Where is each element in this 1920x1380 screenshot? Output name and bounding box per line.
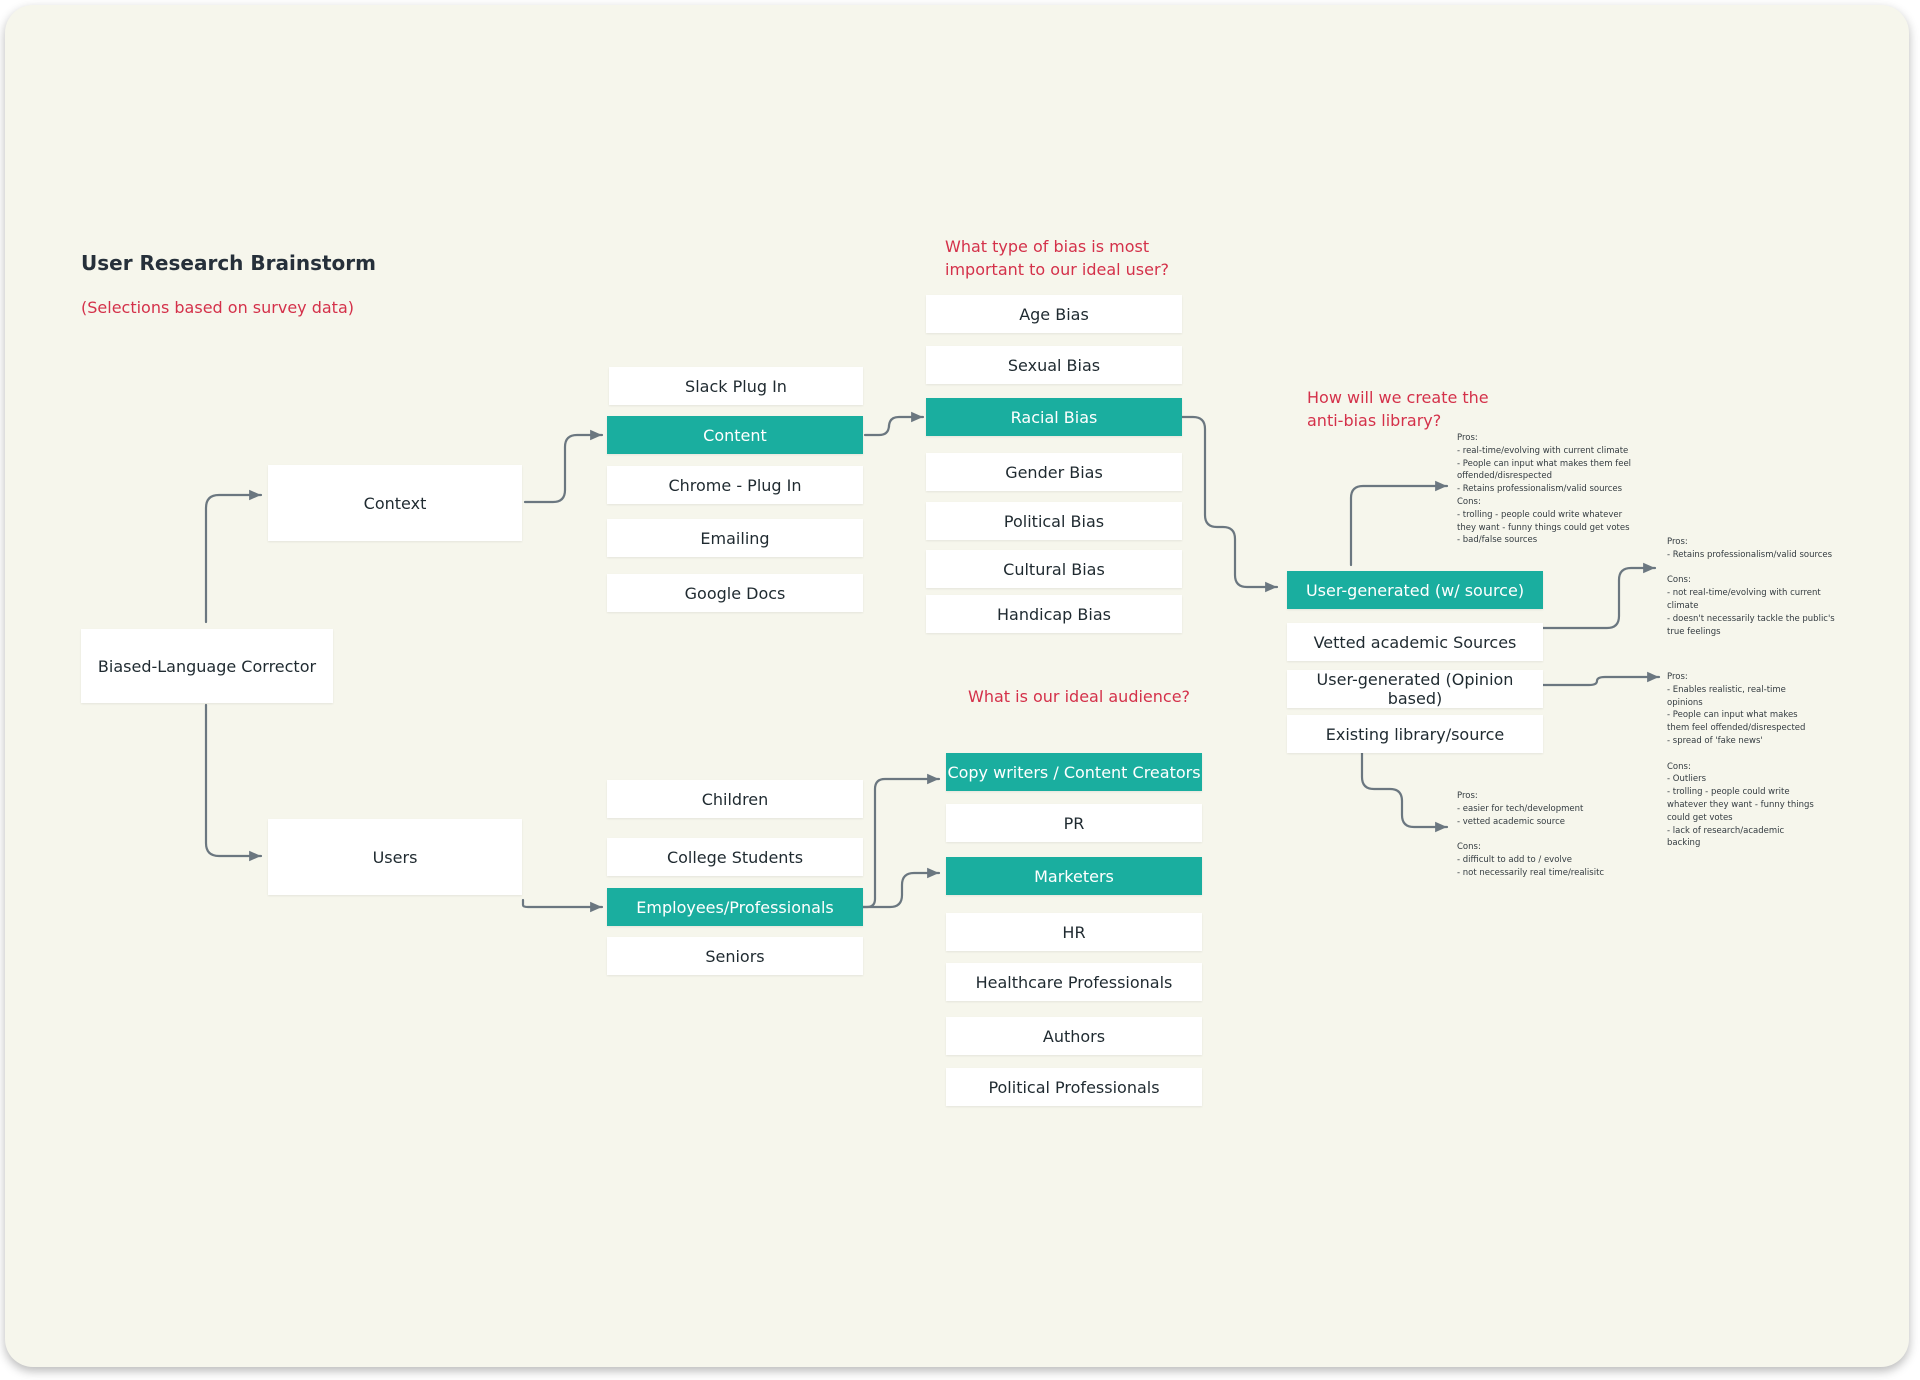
node-existing-library-source[interactable]: Existing library/source — [1287, 715, 1543, 753]
note-line: - trolling - people could write whatever — [1457, 509, 1623, 520]
note-line — [1667, 748, 1814, 761]
note-line: Pros: — [1457, 433, 1478, 443]
question-library-line-2: anti-bias library? — [1307, 411, 1442, 430]
node-pr[interactable]: PR — [946, 804, 1202, 842]
node-slack-plug-in[interactable]: Slack Plug In — [609, 367, 863, 405]
note-line: offended/disrespected — [1457, 471, 1552, 482]
note-line: - Enables realistic, real-time — [1667, 684, 1786, 695]
board-subtitle: (Selections based on survey data) — [81, 298, 354, 317]
node-political-bias[interactable]: Political Bias — [926, 502, 1182, 540]
node-vetted-academic-sources[interactable]: Vetted academic Sources — [1287, 623, 1543, 661]
connector-usergen-note — [1349, 480, 1449, 567]
node-cultural-bias[interactable]: Cultural Bias — [926, 550, 1182, 588]
note-line: - People can input what makes them feel — [1457, 458, 1632, 469]
note-line: - not necessarily real time/realisitc — [1457, 867, 1605, 878]
node-college-students[interactable]: College Students — [607, 838, 863, 876]
note-line: - doesn't necessarily tackle the public'… — [1667, 613, 1835, 624]
note-line — [1667, 562, 1835, 575]
node-context[interactable]: Context — [268, 465, 522, 541]
note-existing-library: Pros: - easier for tech/development - ve… — [1457, 790, 1604, 880]
note-line: Cons: — [1457, 496, 1481, 507]
question-bias-line-1: What type of bias is most — [945, 237, 1150, 256]
node-sexual-bias[interactable]: Sexual Bias — [926, 346, 1182, 384]
note-line: - easier for tech/development — [1457, 803, 1584, 814]
note-line: true feelings — [1667, 626, 1721, 637]
node-healthcare-professionals[interactable]: Healthcare Professionals — [946, 963, 1202, 1001]
node-children[interactable]: Children — [607, 780, 863, 818]
note-line: - Retains professionalism/valid sources — [1667, 549, 1833, 560]
note-line: opinions — [1667, 697, 1703, 708]
note-line: - bad/false sources — [1457, 535, 1538, 546]
node-employees-professionals[interactable]: Employees/Professionals — [607, 888, 863, 926]
note-line: - lack of research/academic — [1667, 825, 1785, 836]
note-line: - vetted academic source — [1457, 816, 1565, 827]
node-biased-language-corrector[interactable]: Biased-Language Corrector — [81, 629, 333, 703]
note-line: - real-time/evolving with current climat… — [1457, 445, 1629, 456]
node-gender-bias[interactable]: Gender Bias — [926, 453, 1182, 491]
question-library: How will we create the anti-bias library… — [1307, 386, 1489, 432]
node-seniors[interactable]: Seniors — [607, 937, 863, 975]
note-line: Pros: — [1667, 672, 1688, 682]
connector-users-employees — [521, 898, 604, 913]
connector-employees-copywriters — [861, 773, 941, 909]
note-line: Pros: — [1667, 537, 1688, 547]
note-line: - spread of 'fake news' — [1667, 735, 1763, 746]
note-line: they want - funny things could get votes — [1457, 522, 1630, 533]
note-line: them feel offended/disrespected — [1667, 723, 1806, 734]
node-hr[interactable]: HR — [946, 913, 1202, 951]
connector-racial-usergen — [1180, 415, 1279, 593]
note-vetted-academic: Pros: - Retains professionalism/valid so… — [1667, 536, 1835, 638]
question-bias-line-2: important to our ideal user? — [945, 260, 1170, 279]
node-google-docs[interactable]: Google Docs — [607, 574, 863, 612]
whiteboard: User Research Brainstorm (Selections bas… — [5, 5, 1909, 1367]
note-line: could get votes — [1667, 812, 1733, 823]
note-line: backing — [1667, 838, 1701, 849]
note-line: Cons: — [1667, 575, 1691, 586]
note-line — [1457, 828, 1604, 841]
connector-root-context — [204, 489, 263, 624]
note-line: Cons: — [1667, 761, 1691, 772]
connector-root-users — [204, 703, 263, 862]
note-line: Pros: — [1457, 791, 1478, 801]
question-audience: What is our ideal audience? — [968, 687, 1191, 706]
note-line: - trolling - people could write — [1667, 787, 1790, 798]
node-racial-bias[interactable]: Racial Bias — [926, 398, 1182, 436]
note-line: - People can input what makes — [1667, 710, 1798, 721]
connector-employees-marketers — [861, 867, 941, 909]
node-marketers[interactable]: Marketers — [946, 857, 1202, 895]
note-user-generated-source: Pros: - real-time/evolving with current … — [1457, 432, 1631, 547]
note-line: climate — [1667, 600, 1699, 611]
node-emailing[interactable]: Emailing — [607, 519, 863, 557]
connector-opinion-note — [1537, 671, 1661, 687]
note-line: - difficult to add to / evolve — [1457, 854, 1573, 865]
connector-vetted-note — [1535, 562, 1657, 630]
node-copy-writers-content-creators[interactable]: Copy writers / Content Creators — [946, 753, 1202, 791]
board-title: User Research Brainstorm — [81, 251, 376, 275]
note-opinion-based: Pros: - Enables realistic, real-time opi… — [1667, 671, 1814, 850]
node-authors[interactable]: Authors — [946, 1017, 1202, 1055]
node-age-bias[interactable]: Age Bias — [926, 295, 1182, 333]
note-line: - Outliers — [1667, 774, 1707, 785]
node-handicap-bias[interactable]: Handicap Bias — [926, 595, 1182, 633]
question-bias-type: What type of bias is most important to o… — [945, 235, 1169, 281]
note-line: - Retains professionalism/valid sources — [1457, 484, 1623, 495]
node-users[interactable]: Users — [268, 819, 522, 895]
node-content[interactable]: Content — [607, 416, 863, 454]
connector-content-racial — [863, 411, 925, 437]
node-user-generated-opinion[interactable]: User-generated (Opinion based) — [1287, 670, 1543, 708]
note-line: - not real-time/evolving with current — [1667, 588, 1821, 599]
node-political-professionals[interactable]: Political Professionals — [946, 1068, 1202, 1106]
connector-context-content — [523, 429, 604, 504]
node-chrome-plug-in[interactable]: Chrome - Plug In — [607, 466, 863, 504]
note-line: Cons: — [1457, 842, 1481, 853]
connector-existing-note — [1360, 749, 1449, 833]
question-library-line-1: How will we create the — [1307, 388, 1489, 407]
node-user-generated-source[interactable]: User-generated (w/ source) — [1287, 571, 1543, 609]
note-line: whatever they want - funny things — [1667, 799, 1814, 810]
